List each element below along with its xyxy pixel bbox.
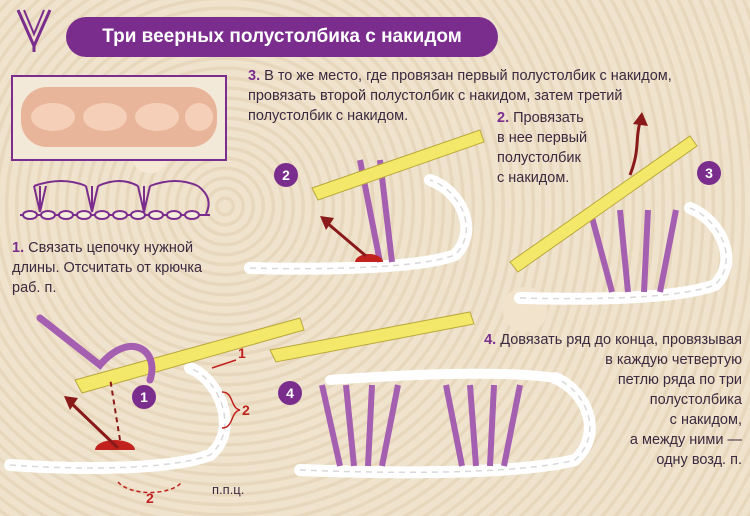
step-badge-4: 4 (278, 381, 302, 405)
step-2-line-1: Провязать (513, 110, 584, 126)
step-1-number: 1. (12, 240, 25, 256)
step-3-text: 3. В то же место, где провязан первый по… (248, 66, 748, 126)
step-badge-3: 3 (697, 161, 721, 185)
step-4-text: 4. Довязать ряд до конца, провязывая в к… (452, 330, 742, 470)
step-2-line-2: в нее первый (497, 130, 588, 146)
step-2-number: 2. (497, 110, 510, 126)
step-1-line-2: длины. Отсчитать от крючка (12, 260, 203, 276)
step-3-line-3: полустолбик с накидом. (248, 108, 409, 124)
label-two-bottom: 2 (146, 490, 154, 506)
step-badge-2: 2 (274, 163, 298, 187)
page-title: Три веерных полустолбика с накидом (66, 17, 498, 57)
label-one: 1 (238, 345, 246, 361)
panel-3-illustration (509, 112, 733, 305)
step-4-line-6: а между ними — (629, 432, 742, 448)
stitch-scheme-diagram (20, 180, 210, 220)
step-4-line-5: с накидом, (669, 412, 742, 428)
panel-4-illustration (269, 311, 596, 479)
step-2-line-4: с накидом. (497, 170, 570, 186)
step-2-text: 2. Провязать в нее первый полустолбик с … (497, 108, 617, 188)
step-3-line-1: В то же место, где провязан первый полус… (264, 68, 672, 84)
label-ppc: п.п.ц. (212, 482, 245, 497)
step-2-line-3: полустолбик (497, 150, 581, 166)
step-4-number: 4. (484, 332, 497, 348)
magazine-logo-icon (16, 9, 52, 52)
step-3-number: 3. (248, 68, 261, 84)
step-3-line-2: провязать второй полустолбик с накидом, … (248, 88, 623, 104)
step-4-line-7: одну возд. п. (656, 452, 742, 468)
step-1-text: 1. Связать цепочку нужной длины. Отсчита… (12, 238, 232, 298)
step-4-line-1: Довязать ряд до конца, провязывая (500, 332, 742, 348)
sample-photo (11, 75, 227, 161)
step-4-line-2: в каждую четвертую (605, 352, 742, 368)
step-1-line-3: раб. п. (12, 280, 57, 296)
panel-1-illustration (4, 314, 305, 494)
step-badge-1: 1 (132, 385, 156, 409)
step-4-line-4: полустолбика (649, 392, 742, 408)
label-two-right: 2 (242, 402, 250, 418)
step-4-line-3: петлю ряда по три (617, 372, 742, 388)
step-1-line-1: Связать цепочку нужной (28, 240, 194, 256)
panel-2-illustration (244, 129, 485, 275)
